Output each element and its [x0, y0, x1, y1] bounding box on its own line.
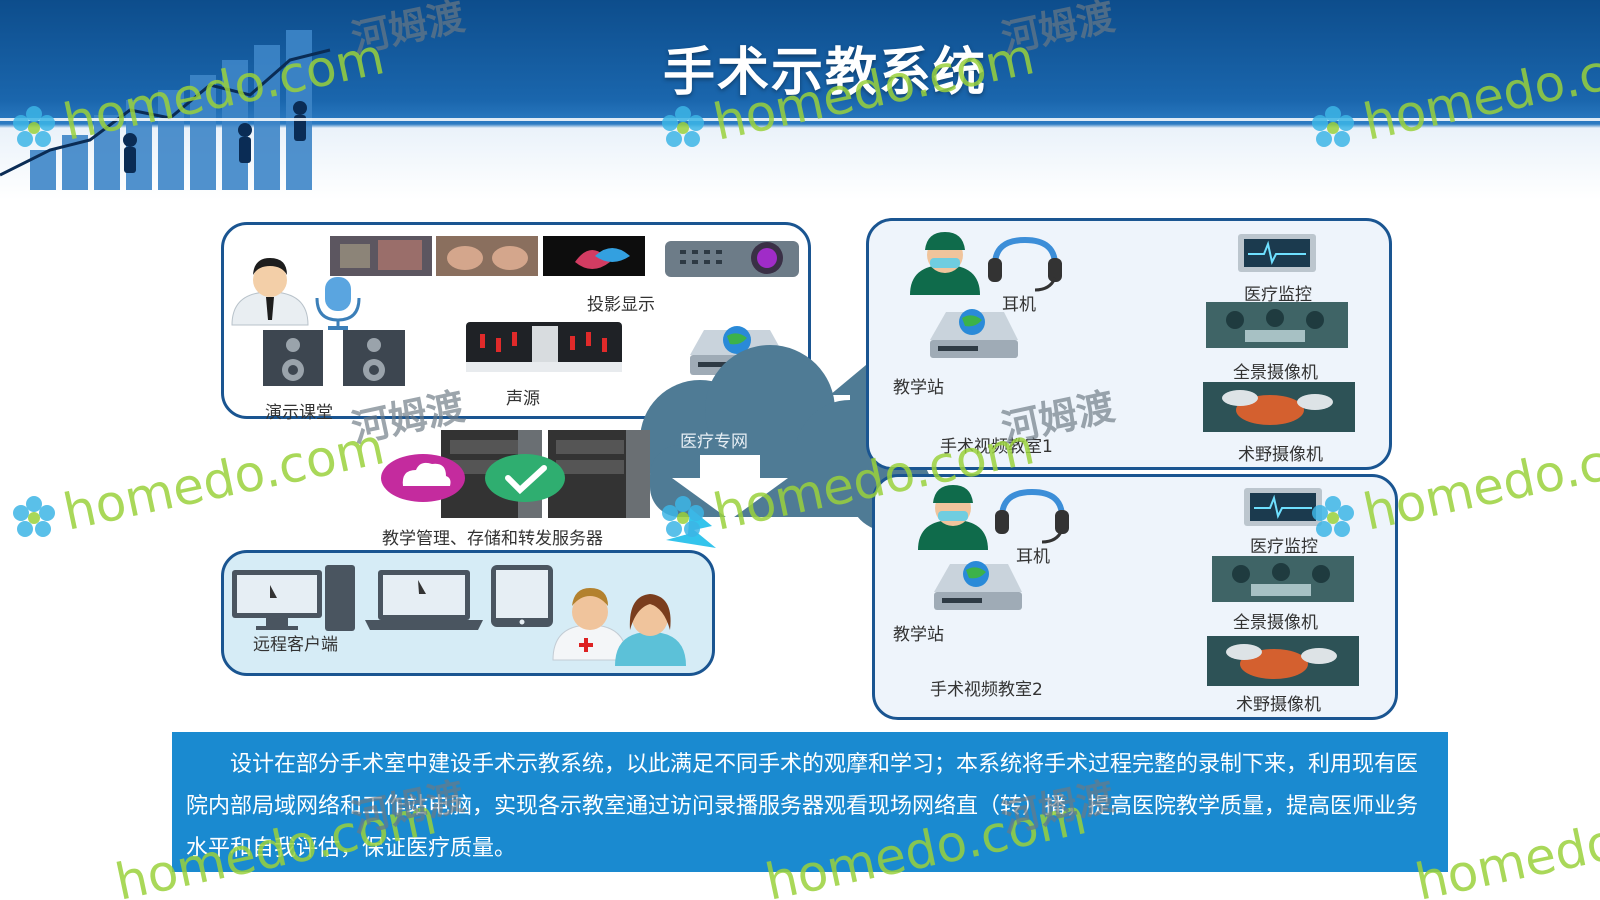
or2-headset-label: 耳机 [1016, 547, 1050, 567]
network-label: 医疗专网 [680, 432, 748, 452]
or2-panorama-label: 全景摄像机 [1233, 613, 1318, 633]
or2-station-label: 教学站 [893, 625, 944, 645]
or2-field-label: 术野摄像机 [1236, 695, 1321, 715]
or1-title: 手术视频教室1 [940, 437, 1053, 457]
or1-headset-label: 耳机 [1002, 295, 1036, 315]
server-label: 教学管理、存储和转发服务器 [382, 529, 603, 549]
remote-client-label: 远程客户端 [253, 635, 338, 655]
demo-classroom-label: 演示课堂 [265, 403, 333, 423]
page-title: 手术示教系统 [662, 43, 987, 103]
header-banner: 手术示教系统 [0, 0, 1600, 200]
or1-monitor-label: 医疗监控 [1244, 285, 1312, 305]
remote-client-panel [221, 550, 715, 676]
audio-source-label: 声源 [506, 389, 540, 409]
receiver-label: 教学接收机 [742, 391, 827, 411]
projector-label: 投影显示 [587, 295, 655, 315]
or1-panorama-label: 全景摄像机 [1233, 363, 1318, 383]
or2-title: 手术视频教室2 [930, 680, 1043, 700]
description-text: 设计在部分手术室中建设手术示教系统，以此满足不同手术的观摩和学习；本系统将手术过… [186, 752, 1419, 861]
description-box: 设计在部分手术室中建设手术示教系统，以此满足不同手术的观摩和学习；本系统将手术过… [172, 732, 1448, 872]
or1-field-label: 术野摄像机 [1238, 445, 1323, 465]
or1-station-label: 教学站 [893, 378, 944, 398]
header-divider [0, 118, 1600, 121]
or2-monitor-label: 医疗监控 [1250, 537, 1318, 557]
